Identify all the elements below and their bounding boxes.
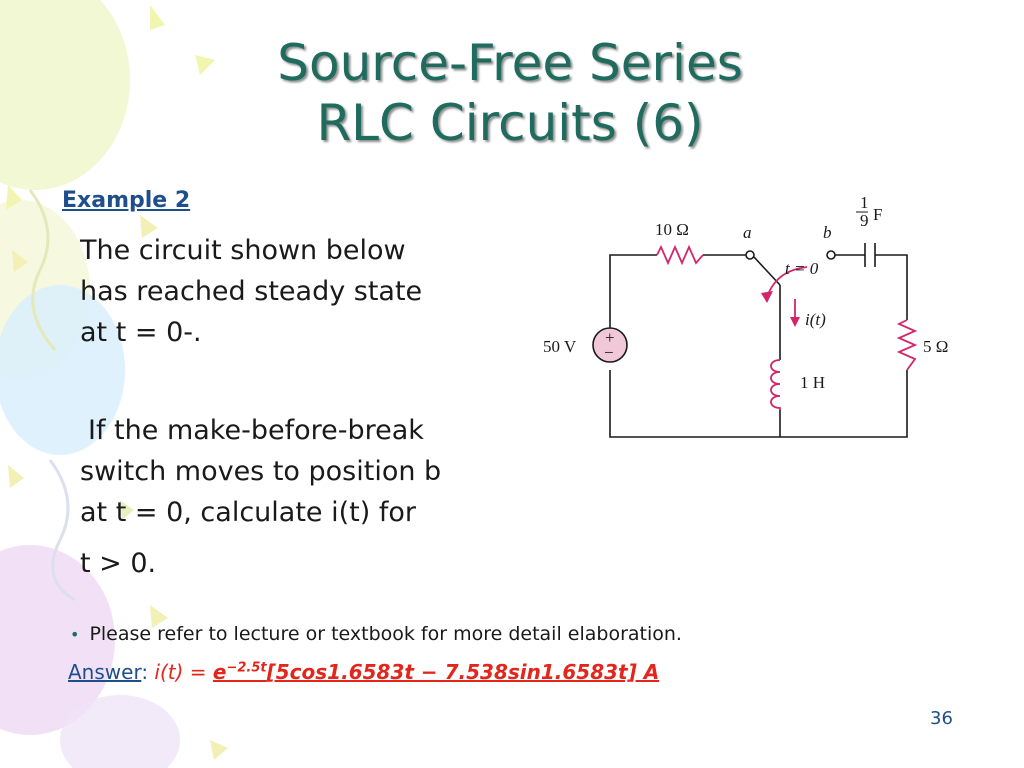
current-label: i(t): [805, 310, 826, 329]
resistor-5-ohm: [896, 319, 918, 371]
paragraph2-line3: at t = 0, calculate i(t) for: [80, 497, 416, 528]
problem-paragraph-1: The circuit shown below has reached stea…: [80, 230, 422, 353]
bullet-dot-icon: •: [70, 625, 80, 644]
paragraph2-line4: t > 0.: [80, 548, 157, 579]
problem-paragraph-2: If the make-before-break switch moves to…: [80, 410, 441, 584]
capacitor-numerator: 1: [860, 195, 869, 212]
answer-bracket: [5cos1.6583t − 7.538sin1.6583t] A: [266, 660, 660, 684]
page-number: 36: [930, 708, 953, 729]
capacitor-denominator: 9: [860, 211, 869, 230]
answer-base: e: [212, 660, 227, 684]
voltage-source: [592, 327, 628, 363]
answer-line: Answer: i(t) = e−2.5t[5cos1.6583t − 7.53…: [68, 660, 659, 684]
source-minus-sign: −: [604, 343, 614, 362]
reference-bullet: • Please refer to lecture or textbook for…: [70, 623, 682, 645]
node-a-label: a: [743, 223, 752, 242]
slide-title-line2: RLC Circuits (6): [316, 94, 704, 152]
capacitor-unit: F: [873, 205, 882, 224]
inductor-label: 1 H: [800, 373, 825, 392]
paragraph2-line2: switch moves to position b: [80, 456, 442, 487]
answer-exponent: −2.5t: [226, 660, 267, 676]
inductor-1h: [770, 359, 781, 410]
paragraph1-line2: has reached steady state: [80, 276, 423, 307]
resistor-10-ohm: [656, 244, 704, 266]
resistor-5-label: 5 Ω: [923, 337, 948, 356]
rlc-circuit-diagram: + − 10 Ω a b 1 9 F t = 0 i(t) 50 V 5 Ω 1…: [543, 195, 948, 438]
source-voltage-label: 50 V: [543, 337, 577, 356]
source-plus-sign: +: [605, 328, 615, 347]
answer-formula: e−2.5t[5cos1.6583t − 7.538sin1.6583t] A: [213, 660, 659, 684]
answer-colon: :: [141, 660, 149, 684]
resistor-10-label: 10 Ω: [655, 220, 689, 239]
answer-lhs: i(t) =: [154, 660, 213, 684]
node-b-label: b: [823, 223, 832, 242]
slide-title-line1: Source-Free Series: [277, 34, 743, 92]
paragraph1-line1: The circuit shown below: [80, 235, 406, 266]
bullet-text: Please refer to lecture or textbook for …: [89, 623, 682, 645]
paragraph2-line1: If the make-before-break: [88, 415, 424, 446]
paragraph1-line3: at t = 0-.: [80, 317, 202, 348]
answer-label: Answer: [68, 660, 142, 684]
example-label: Example 2: [62, 188, 191, 213]
switch-time-label: t = 0: [785, 259, 819, 278]
